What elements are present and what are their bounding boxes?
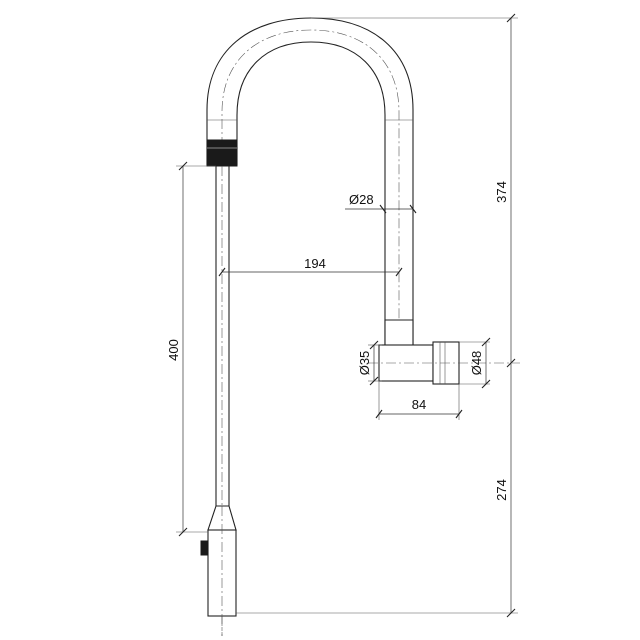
dim-tick xyxy=(506,358,516,368)
dim-tick xyxy=(369,340,379,350)
dim-tick xyxy=(395,267,403,277)
hand-shower xyxy=(200,505,237,636)
dim-tick xyxy=(218,267,226,277)
dim-tick xyxy=(481,337,491,347)
dim-body-diameter: Ø48 xyxy=(459,337,491,389)
dim-tick xyxy=(506,13,516,23)
dim-label-reach: 194 xyxy=(304,256,326,271)
dim-label-hose-length: 400 xyxy=(166,339,181,361)
spout xyxy=(206,17,414,345)
spout-inner-contour xyxy=(236,41,386,345)
dim-label-body-length: 84 xyxy=(412,397,426,412)
spout-collar xyxy=(206,139,238,167)
dim-heights: 374 274 xyxy=(236,13,518,618)
dim-label-spout-dia: Ø28 xyxy=(349,192,374,207)
dim-tick xyxy=(379,204,387,214)
dim-tick xyxy=(506,608,516,618)
dim-label-lower-height: 274 xyxy=(494,479,509,501)
hand-shower-button[interactable] xyxy=(200,540,209,556)
dim-tick xyxy=(178,527,188,537)
dim-tick xyxy=(369,376,379,386)
dim-tick xyxy=(409,204,417,214)
dim-tick xyxy=(178,161,188,171)
dim-spout-diameter: Ø28 xyxy=(345,192,417,214)
dim-reach: 194 xyxy=(218,256,403,277)
dim-tick xyxy=(481,379,491,389)
dim-tick xyxy=(375,409,383,419)
dim-label-upper-height: 374 xyxy=(494,181,509,203)
dim-inlet-diameter: Ø35 xyxy=(357,340,382,386)
dim-body-length: 84 xyxy=(375,381,463,420)
wall-body xyxy=(368,319,520,385)
dim-label-inlet-dia: Ø35 xyxy=(357,351,372,376)
spout-centerline xyxy=(221,29,400,330)
spout-outer-contour xyxy=(206,17,414,345)
dim-hose-length: 400 xyxy=(166,161,216,537)
dim-label-body-dia: Ø48 xyxy=(469,351,484,376)
dim-tick xyxy=(455,409,463,419)
